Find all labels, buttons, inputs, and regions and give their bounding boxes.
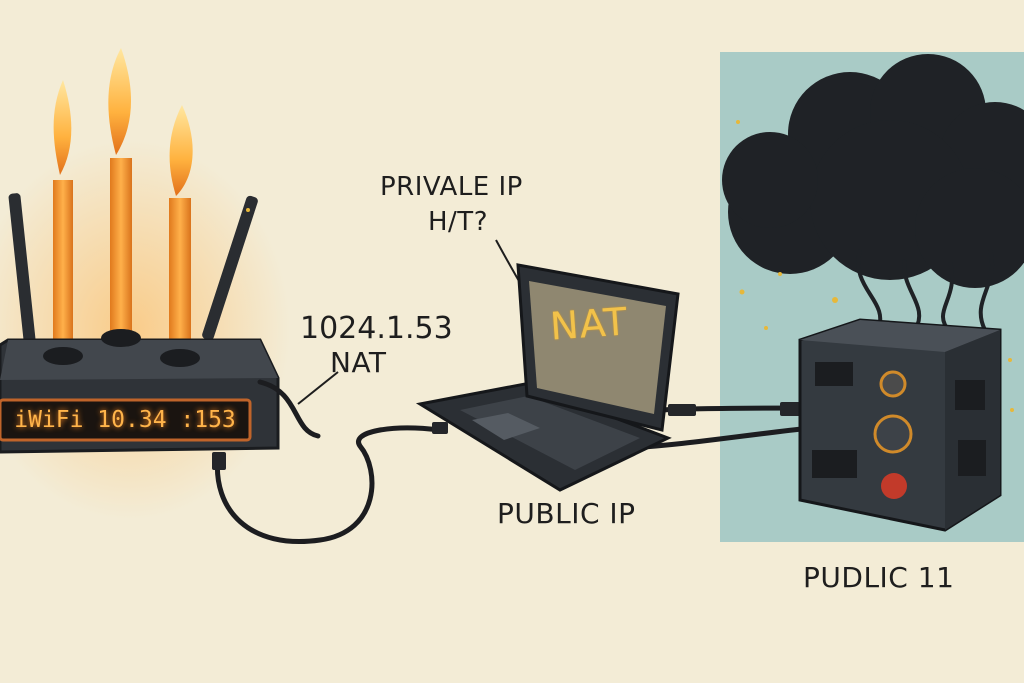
router-icon — [0, 329, 280, 454]
nat-label: NAT — [330, 346, 387, 379]
laptop-icon — [415, 263, 680, 492]
pudlic-label: PUDLIC 11 — [803, 561, 955, 594]
sparkle-icon — [246, 120, 1014, 412]
router-glow — [0, 140, 290, 520]
cable-plug — [212, 452, 226, 470]
ip-address-label: 1024.1.53 — [300, 311, 453, 346]
antenna-icon — [8, 193, 258, 343]
cable-plug — [432, 422, 448, 434]
hat-label: H/T? — [428, 207, 488, 237]
laptop-screen-text: NAT — [548, 299, 630, 349]
router-display: iWiFi 10.34 :153 — [14, 407, 236, 433]
cable-plug — [668, 404, 696, 416]
private-ip-label: PRIVALE IP — [380, 172, 523, 202]
storm-cloud-icon — [722, 54, 1024, 288]
public-ip-label: PUBLIC IP — [497, 497, 636, 530]
candle-flame-icon — [53, 48, 193, 356]
server-box-icon — [798, 318, 1002, 532]
